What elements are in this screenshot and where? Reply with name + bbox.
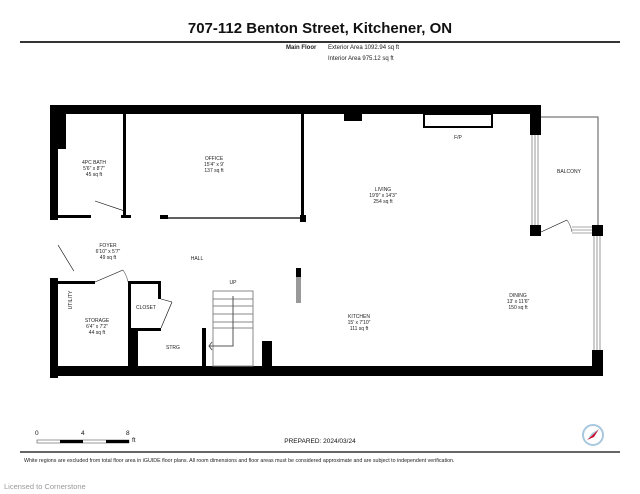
svg-text:49 sq ft: 49 sq ft (100, 255, 117, 261)
svg-text:OFFICE: OFFICE (205, 156, 224, 162)
svg-text:FOYER: FOYER (99, 243, 117, 249)
svg-text:F/P: F/P (454, 135, 462, 141)
interior-area: Interior Area 975.12 sq ft (328, 56, 394, 62)
scale-bar (20, 439, 620, 453)
exterior-area: Exterior Area 1092.94 sq ft (328, 45, 400, 51)
svg-text:19'9" x 14'3": 19'9" x 14'3" (369, 193, 397, 199)
svg-text:45 sq ft: 45 sq ft (86, 172, 103, 178)
svg-text:6'4" x 7'2": 6'4" x 7'2" (86, 324, 108, 330)
floor-label: Main Floor (286, 45, 317, 51)
svg-text:150 sq ft: 150 sq ft (508, 305, 528, 311)
room-bath-name: 4PC BATH (82, 160, 106, 166)
scale-unit: ft (132, 437, 136, 444)
svg-text:STRG: STRG (166, 345, 180, 351)
license-watermark: Licensed to Cornerstone (4, 482, 86, 491)
svg-text:15'4" x 9': 15'4" x 9' (204, 162, 224, 168)
svg-text:137 sq ft: 137 sq ft (204, 168, 224, 174)
svg-text:UTILITY: UTILITY (68, 290, 74, 309)
scale-tick-0: 0 (35, 430, 39, 437)
header-divider (20, 41, 620, 43)
svg-text:CLOSET: CLOSET (136, 305, 156, 311)
compass-icon (582, 424, 604, 446)
prepared-date: PREPARED: 2024/03/24 (284, 438, 356, 445)
disclaimer: White regions are excluded from total fl… (24, 458, 455, 464)
walls (50, 105, 603, 378)
svg-text:KITCHEN: KITCHEN (348, 314, 370, 320)
svg-text:LIVING: LIVING (375, 187, 392, 193)
svg-text:DINING: DINING (509, 293, 527, 299)
svg-text:254 sq ft: 254 sq ft (373, 199, 393, 205)
svg-text:5'6" x 8'7": 5'6" x 8'7" (83, 166, 105, 172)
svg-text:HALL: HALL (191, 256, 204, 262)
svg-text:111 sq ft: 111 sq ft (350, 326, 369, 332)
svg-text:13' x 11'6": 13' x 11'6" (507, 299, 530, 305)
svg-text:STORAGE: STORAGE (85, 318, 110, 324)
svg-text:44 sq ft: 44 sq ft (89, 330, 106, 336)
svg-text:15' x 7'10": 15' x 7'10" (348, 320, 371, 326)
svg-text:UP: UP (230, 280, 238, 286)
scale-tick-8: 8 (126, 430, 130, 437)
page-title: 707-112 Benton Street, Kitchener, ON (187, 20, 453, 37)
svg-text:6'10" x 5'7": 6'10" x 5'7" (96, 249, 121, 255)
scale-tick-4: 4 (81, 430, 85, 437)
svg-text:BALCONY: BALCONY (557, 169, 582, 175)
